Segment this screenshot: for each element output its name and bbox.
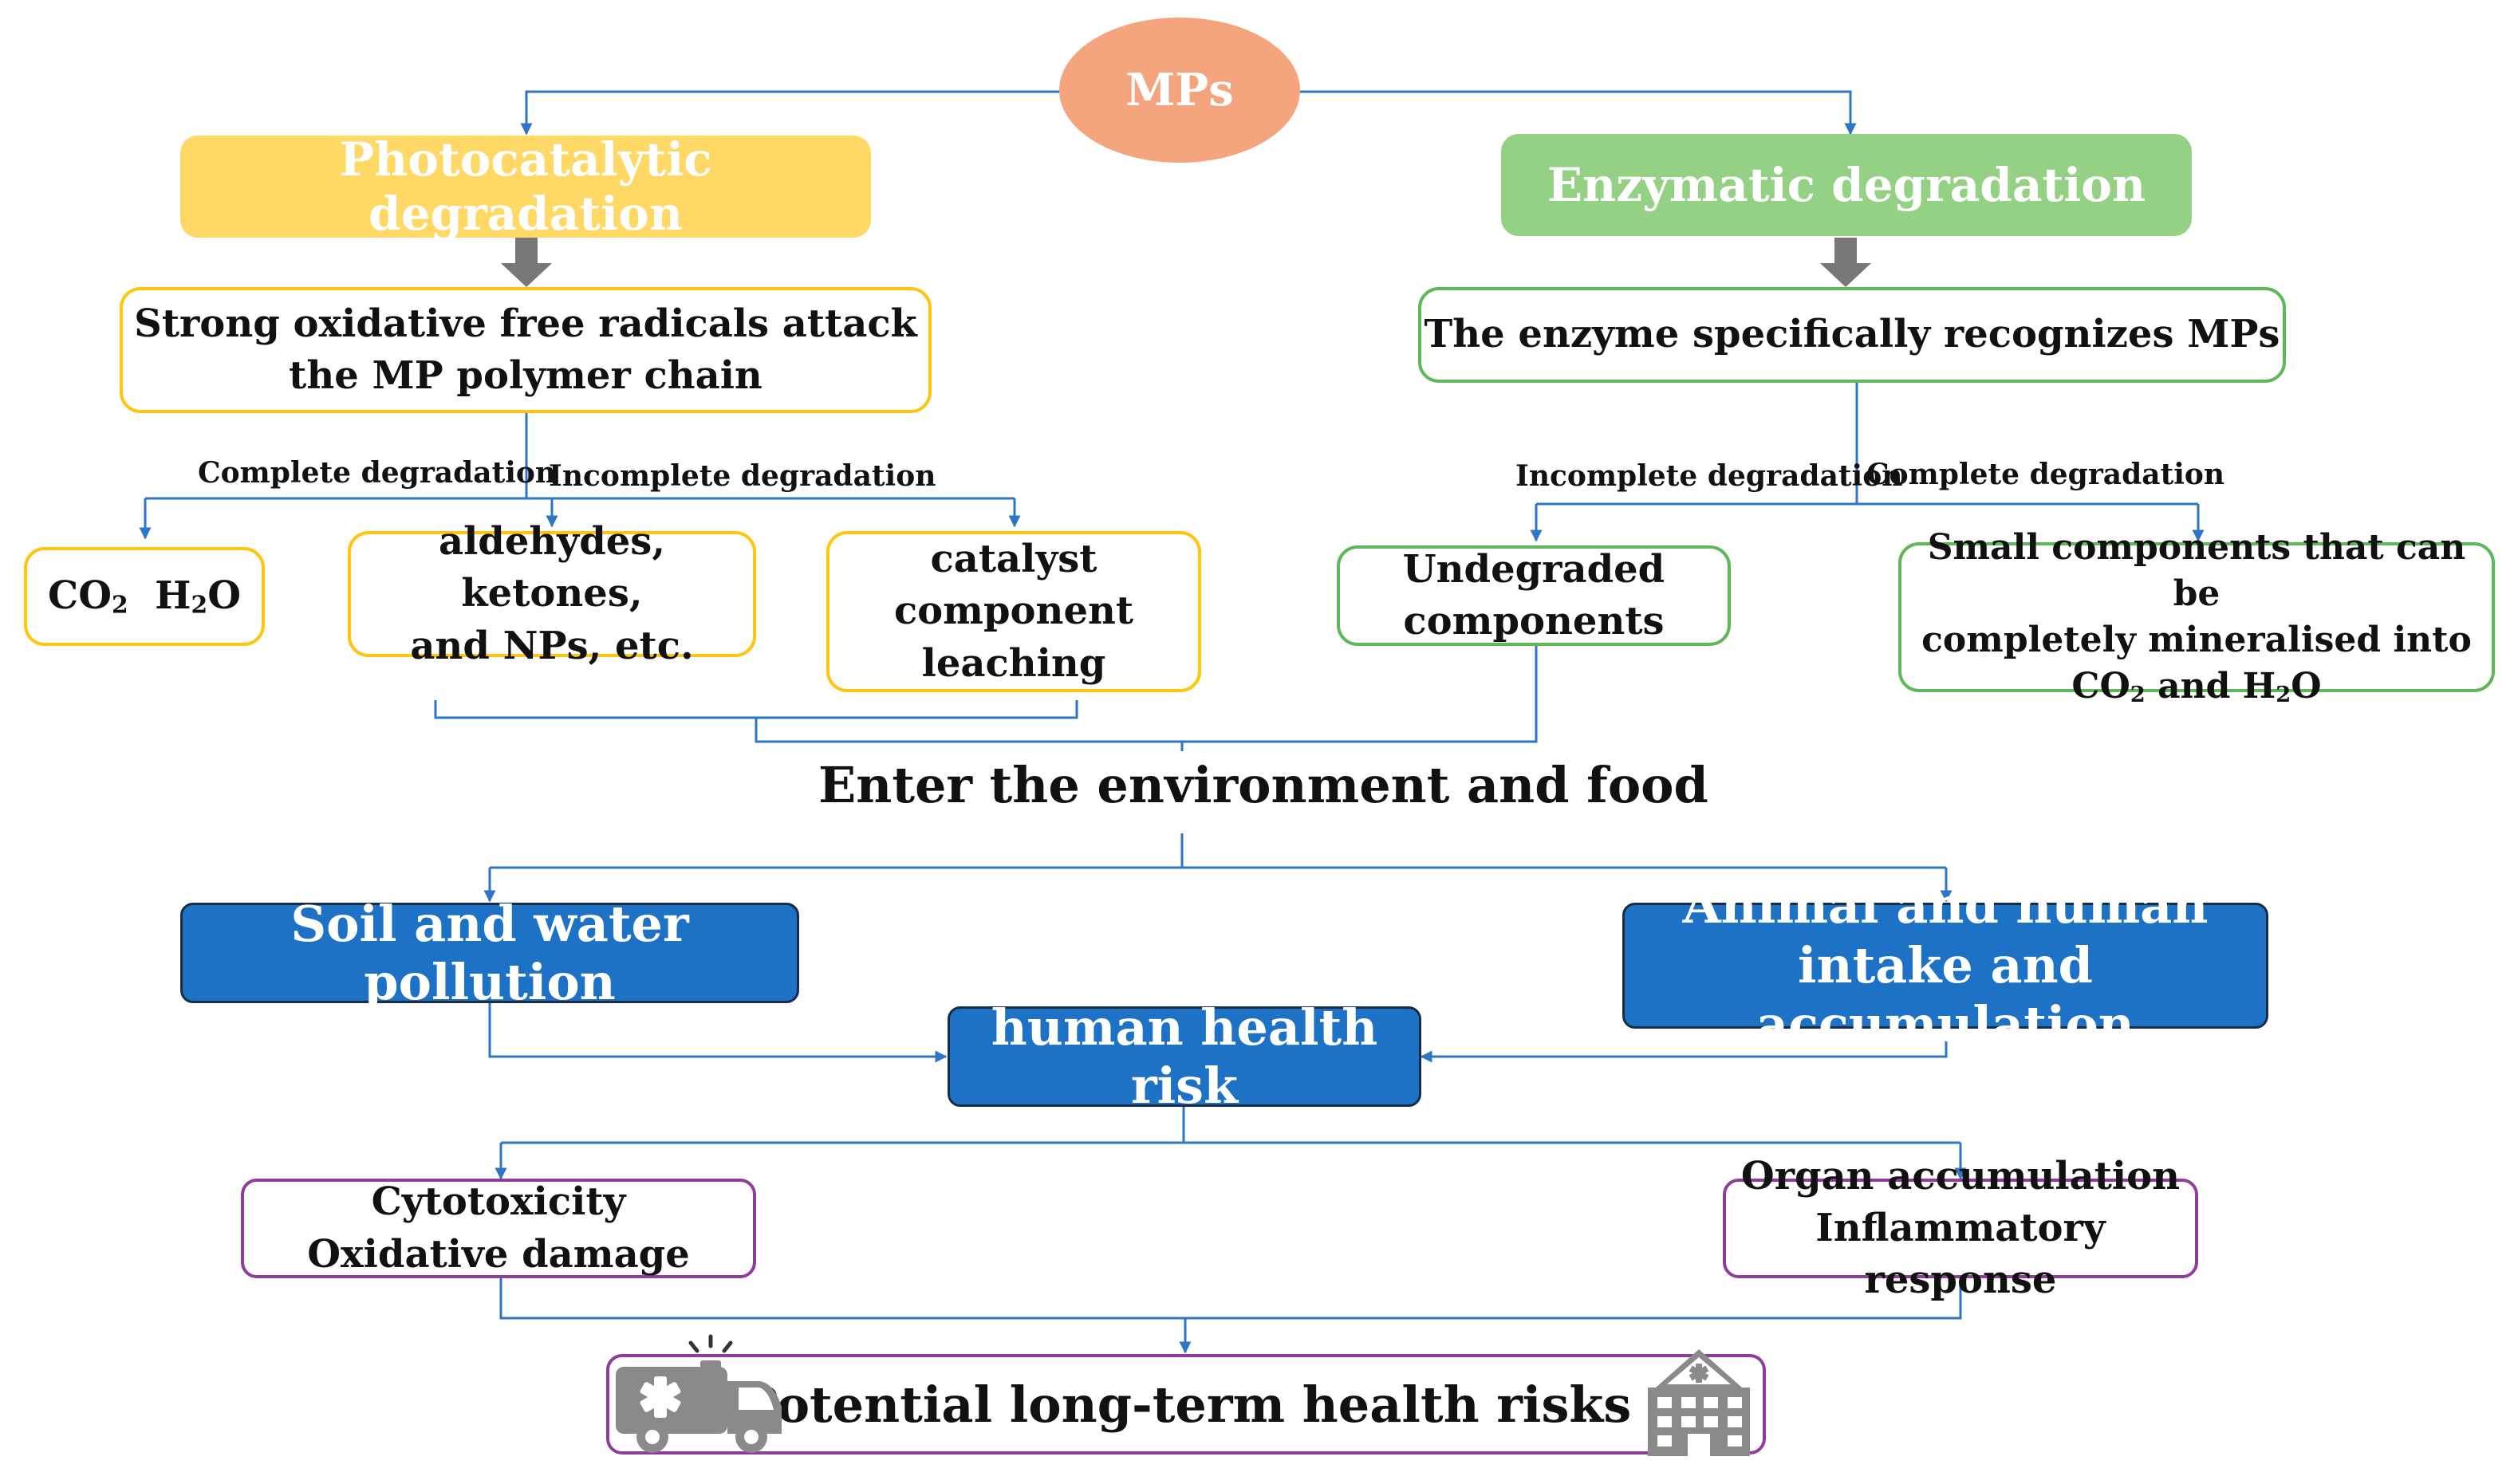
hospital-icon (1648, 1349, 1750, 1456)
node-enzymatic: Enzymatic degradation (1501, 134, 2192, 236)
co2-co: CO (47, 573, 112, 619)
node-organ-line1: Organ accumulation (1740, 1153, 2181, 1199)
node-radicals-line2: the MP polymer chain (289, 353, 762, 398)
node-aldehydes-line1: aldehydes, ketones, (438, 519, 666, 616)
h2o-h: H (155, 573, 191, 619)
node-cytotoxicity-line2: Oxidative damage (307, 1231, 690, 1277)
node-catalyst: catalyst component leaching (826, 531, 1201, 692)
thick-arrow-right (1820, 238, 1871, 287)
node-small-line1: Small components that can be (1927, 526, 2466, 614)
node-animal-human-line1: Animal and human (1682, 876, 2209, 935)
label-left-incomplete: Incomplete degradation (549, 459, 936, 493)
node-co2-h2o: CO2 H2O (24, 547, 265, 646)
node-aldehydes-line2: and NPs, etc. (410, 623, 694, 668)
label-right-complete: Complete degradation (1866, 458, 2225, 491)
node-human-health: human health risk (948, 998, 1421, 1115)
node-potential-label: Potential long-term health risks (740, 1375, 1632, 1434)
node-photocatalytic: Photocatalytic degradation (180, 132, 871, 241)
label-left-complete: Complete degradation (198, 456, 557, 490)
node-aldehydes: aldehydes, ketones, and NPs, etc. (348, 519, 756, 668)
co2-sub: 2 (112, 591, 128, 620)
edge-soil-to-health (488, 1003, 948, 1063)
ambulance-icon (616, 1334, 782, 1453)
node-catalyst-line2: component (893, 588, 1134, 634)
node-soil-water-label: Soil and water pollution (290, 895, 689, 1011)
label-right-incomplete: Incomplete degradation (1515, 459, 1903, 493)
node-co2-h2o-label: CO2 H2O (48, 570, 241, 622)
node-soil-water: Soil and water pollution (180, 895, 799, 1011)
edge-collect-left (434, 700, 1078, 719)
edge-cyto-down (499, 1278, 1962, 1320)
node-animal-human-line2: intake and accumulation (1756, 935, 2134, 1054)
node-photocatalytic-label: Photocatalytic degradation (339, 132, 712, 241)
node-enzyme-recognizes: The enzyme specifically recognizes MPs (1418, 287, 2286, 383)
node-enzymatic-label: Enzymatic degradation (1547, 158, 2146, 212)
small-o: O (2291, 666, 2322, 707)
edge-mps-photocatalytic (520, 90, 1061, 136)
node-radicals-line1: Strong oxidative free radicals attack (134, 301, 917, 346)
node-mps: MPs (1059, 18, 1300, 163)
node-undegraded: Undegraded components (1337, 545, 1731, 646)
node-environment: Enter the environment and food (818, 756, 1708, 814)
node-radicals: Strong oxidative free radicals attack th… (120, 287, 932, 413)
edge-mps-enzymatic (1298, 90, 1857, 136)
node-catalyst-line3: leaching (921, 640, 1106, 686)
thick-arrow-left (501, 238, 552, 287)
h2o-sub: 2 (191, 591, 208, 620)
small-co2-sub: 2 (2130, 681, 2146, 707)
node-animal-human: Animal and human intake and accumulation (1622, 876, 2268, 1053)
node-organ-line2: Inflammatory response (1815, 1205, 2106, 1303)
node-organ: Organ accumulation Inflammatory response (1723, 1154, 2198, 1302)
node-potential: Potential long-term health risks (606, 1354, 1766, 1454)
node-small-components: Small components that can be completely … (1898, 527, 2495, 707)
small-and-h: and H (2145, 666, 2276, 707)
node-undegraded-line1: Undegraded (1402, 546, 1665, 592)
node-cytotoxicity: Cytotoxicity Oxidative damage (241, 1179, 756, 1278)
node-cytotoxicity-line1: Cytotoxicity (371, 1179, 626, 1225)
node-mps-label: MPs (1125, 64, 1234, 116)
h2o-o: O (207, 573, 241, 619)
small-h2o-sub: 2 (2276, 681, 2291, 707)
node-small-line2: completely mineralised into (1921, 620, 2472, 660)
edge-collect-mid (755, 644, 1538, 743)
node-human-health-label: human health risk (991, 998, 1378, 1115)
small-co: CO (2071, 666, 2130, 707)
node-undegraded-line2: components (1403, 599, 1665, 644)
node-enzyme-recognizes-label: The enzyme specifically recognizes MPs (1424, 312, 2280, 357)
node-small-line3: CO2 and H2O (2071, 663, 2321, 710)
node-catalyst-line1: catalyst (930, 537, 1097, 582)
edge-animal-to-health (1420, 1029, 1948, 1063)
